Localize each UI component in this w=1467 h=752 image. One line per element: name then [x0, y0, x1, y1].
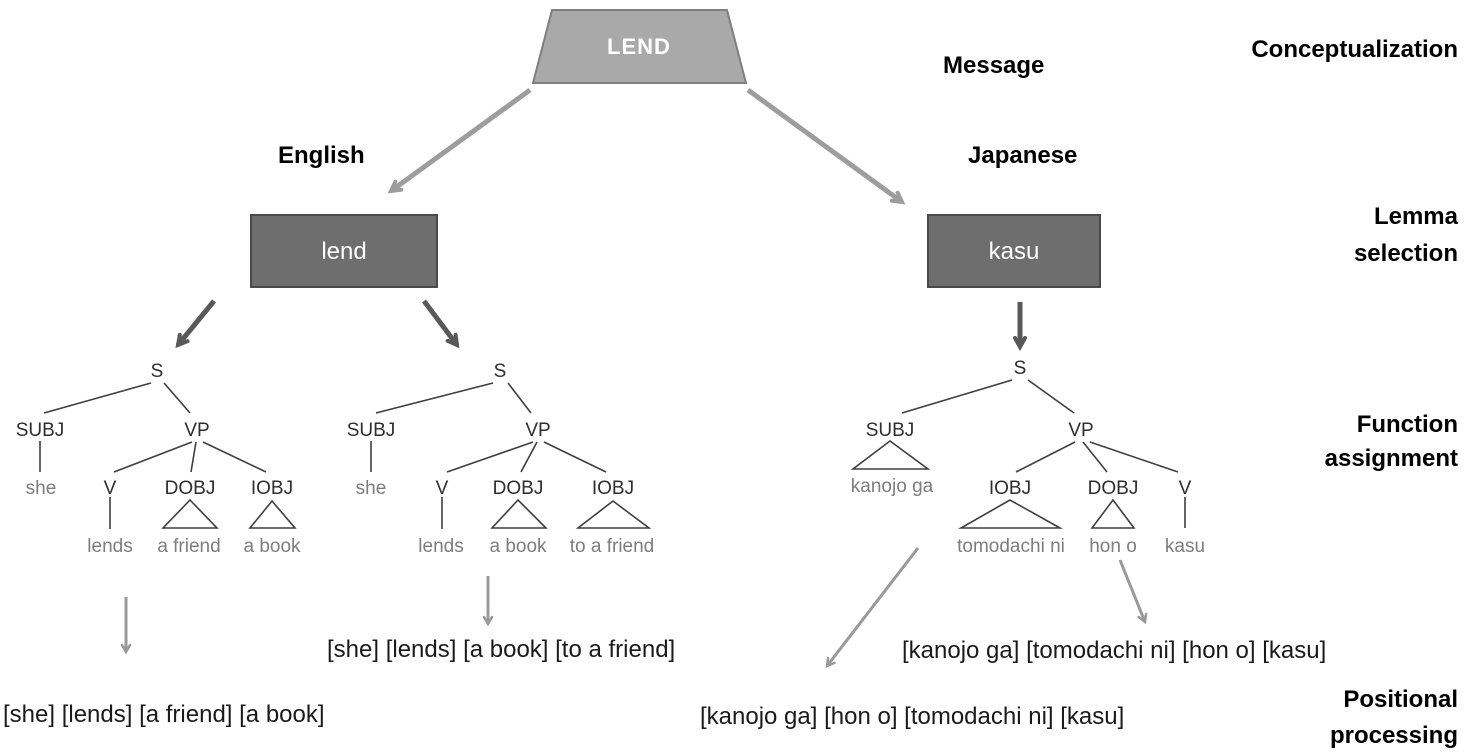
tree3-word-subj: kanojo ga [851, 476, 934, 497]
tree2-branch-vp-dobj [520, 441, 538, 473]
stage-label-message: Message [943, 52, 1044, 79]
language-label-japanese: Japanese [968, 142, 1077, 169]
tree1-node-subj: SUBJ [16, 420, 65, 441]
tree2-branch-vp-iobj [543, 441, 607, 473]
tree2-node-vp: VP [525, 420, 550, 441]
tree1-branch-s-vp [163, 382, 191, 414]
tree3-node-subj: SUBJ [866, 420, 915, 441]
tree1-word-v: lends [87, 536, 132, 557]
lemma-box-japanese [927, 214, 1101, 288]
output-english-po: [she] [lends] [a book] [to a friend] [327, 636, 675, 663]
tree1-branch-vp-iobj [202, 441, 267, 473]
tree2-branch-s-vp [507, 382, 532, 414]
tree3-word-v: kasu [1165, 536, 1205, 557]
tree1-node-v: V [104, 478, 117, 499]
tree1-branch-vp-dobj [190, 441, 197, 473]
tree-japanese: S SUBJ VP kanojo ga IOBJ DOBJ V tomodach… [850, 358, 1205, 557]
arrow-tree3-to-output-canonical [1118, 559, 1148, 625]
tree3-node-v: V [1179, 478, 1192, 499]
arrow-tree3-to-output-scrambled [825, 547, 920, 668]
output-japanese-scrambled: [kanojo ga] [hon o] [tomodachi ni] [kasu… [700, 703, 1124, 730]
tree3-branch-vp-v [1089, 441, 1179, 473]
lemma-label-japanese: kasu [989, 238, 1040, 265]
tree3-branch-s-vp [1027, 379, 1075, 414]
tree1-node-vp: VP [184, 420, 209, 441]
tree2-node-s: S [494, 361, 507, 382]
tree2-node-v: V [436, 478, 449, 499]
tree3-triangle-subj [850, 440, 931, 470]
tree3-branch-vp-dobj [1082, 441, 1108, 473]
concept-label: LEND [607, 34, 671, 59]
tree2-word-iobj: to a friend [570, 536, 655, 557]
tree3-node-iobj: IOBJ [989, 478, 1031, 499]
tree1-node-dobj: DOBJ [165, 478, 216, 499]
tree2-triangle-dobj [490, 498, 548, 529]
arrow-lend-to-tree2 [422, 299, 460, 349]
tree3-triangle-iobj [957, 499, 1064, 529]
tree3-word-dobj: hon o [1089, 536, 1137, 557]
tree2-node-iobj: IOBJ [592, 478, 634, 499]
tree3-triangle-dobj [1090, 498, 1136, 529]
tree3-node-vp: VP [1068, 420, 1093, 441]
tree1-branch-s-subj [43, 382, 152, 414]
tree3-branch-s-subj [901, 379, 1013, 414]
stage-label-positional-line1: Positional [1343, 686, 1458, 713]
tree-english-do: S SUBJ VP she V DOBJ IOBJ lends a friend… [16, 361, 301, 557]
concept-trapezoid [531, 9, 748, 84]
tree3-word-iobj: tomodachi ni [957, 536, 1065, 557]
tree2-node-subj: SUBJ [347, 420, 396, 441]
stage-label-function-line2: assignment [1325, 445, 1458, 472]
tree1-word-dobj: a friend [157, 536, 220, 557]
language-label-english: English [278, 142, 365, 169]
arrow-concept-to-lend [387, 87, 532, 194]
tree2-word-dobj: a book [489, 536, 547, 557]
tree3-node-dobj: DOBJ [1088, 478, 1139, 499]
tree2-branch-vp-v [446, 441, 534, 473]
stage-label-function-line1: Function [1357, 411, 1458, 438]
tree1-node-iobj: IOBJ [251, 478, 293, 499]
tree2-word-v: lends [418, 536, 463, 557]
output-japanese-canonical: [kanojo ga] [tomodachi ni] [hon o] [kasu… [902, 637, 1326, 664]
arrow-lend-to-tree1 [175, 299, 216, 349]
stage-label-lemma-line2: selection [1354, 240, 1458, 267]
tree2-branch-s-subj [375, 382, 494, 414]
tree2-node-dobj: DOBJ [493, 478, 544, 499]
stage-label-positional-line2: processing [1330, 722, 1458, 749]
lemma-label-english: lend [321, 238, 366, 265]
tree1-word-iobj: a book [243, 536, 301, 557]
tree1-triangle-iobj [248, 499, 297, 529]
tree3-node-s: S [1014, 358, 1027, 379]
tree1-triangle-dobj [161, 498, 219, 529]
arrow-concept-to-kasu [746, 87, 906, 205]
concept-level: LEND Message Conceptualization [531, 9, 1458, 84]
output-english-do: [she] [lends] [a friend] [a book] [3, 701, 325, 728]
tree-english-po: S SUBJ VP she V DOBJ IOBJ lends a book t… [347, 361, 655, 557]
tree1-branch-vp-v [113, 441, 193, 473]
stage-label-conceptualization: Conceptualization [1251, 36, 1458, 63]
lemma-level: lend kasu Lemma selection [250, 203, 1459, 288]
tree2-word-subj: she [356, 478, 387, 499]
tree1-word-subj: she [26, 478, 57, 499]
tree2-triangle-iobj [575, 499, 652, 529]
tree3-branch-vp-iobj [1015, 441, 1076, 473]
lemma-box-english [250, 214, 438, 288]
stage-label-lemma-line1: Lemma [1374, 203, 1459, 230]
positional-level: [she] [lends] [a friend] [a book] [she] … [3, 636, 1458, 749]
tree1-node-s: S [151, 361, 164, 382]
